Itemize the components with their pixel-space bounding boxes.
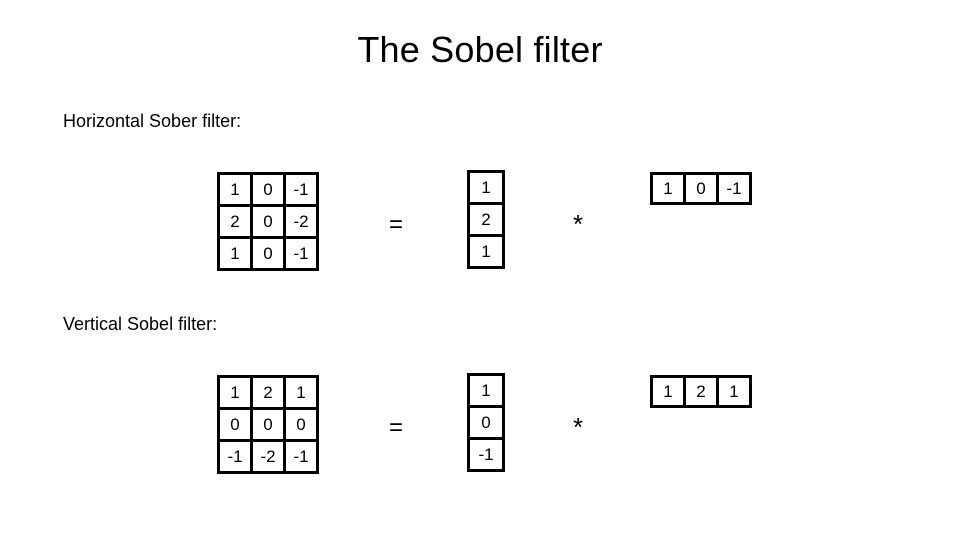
matrix-cell: 0: [217, 407, 253, 442]
matrix-cell: 1: [467, 373, 505, 408]
matrix-cell: -1: [217, 439, 253, 474]
matrix-cell: -1: [283, 236, 319, 271]
matrix-cell: -1: [716, 172, 752, 205]
matrix-row: 0 0 0: [217, 407, 319, 442]
matrix-row: 1 0 -1: [217, 236, 319, 271]
matrix-cell: 1: [467, 234, 505, 269]
matrix-row: 1 0 -1: [650, 172, 752, 205]
matrix-cell: 0: [250, 407, 286, 442]
equation-row-horizontal: 1 0 -1 2 0 -2 1 0 -1 = 1 2 1 * 1 0 -: [0, 165, 960, 285]
asterisk-sign-vertical: *: [572, 412, 584, 442]
matrix-cell: 2: [250, 375, 286, 410]
section-label-horizontal: Horizontal Sober filter:: [63, 111, 242, 131]
matrix-cell: 2: [217, 204, 253, 239]
matrix-row: -1 -2 -1: [217, 439, 319, 474]
matrix-row: 1 2 1: [650, 375, 752, 408]
matrix-cell: -1: [283, 439, 319, 474]
matrix-cell: 1: [650, 172, 686, 205]
matrix-row: 1: [467, 373, 505, 408]
matrix-row: -1: [467, 437, 505, 472]
matrix-cell: 0: [683, 172, 719, 205]
kernel-matrix-horizontal: 1 0 -1 2 0 -2 1 0 -1: [217, 172, 319, 271]
matrix-cell: 0: [283, 407, 319, 442]
matrix-cell: -1: [283, 172, 319, 207]
matrix-row: 2: [467, 202, 505, 237]
matrix-row: 1 2 1: [217, 375, 319, 410]
matrix-cell: -1: [467, 437, 505, 472]
matrix-cell: 0: [250, 236, 286, 271]
equals-sign-horizontal: =: [388, 211, 403, 238]
equation-row-vertical: 1 2 1 0 0 0 -1 -2 -1 = 1 0 -1 * 1 2: [0, 368, 960, 488]
kernel-matrix-vertical: 1 2 1 0 0 0 -1 -2 -1: [217, 375, 319, 474]
matrix-cell: 0: [467, 405, 505, 440]
column-vector-horizontal: 1 2 1: [467, 170, 505, 269]
matrix-cell: 1: [716, 375, 752, 408]
equals-sign-vertical: =: [388, 414, 403, 441]
matrix-cell: -2: [283, 204, 319, 239]
row-vector-horizontal: 1 0 -1: [650, 172, 752, 205]
matrix-row: 0: [467, 405, 505, 440]
row-vector-vertical: 1 2 1: [650, 375, 752, 408]
matrix-row: 1 0 -1: [217, 172, 319, 207]
matrix-cell: 1: [217, 236, 253, 271]
matrix-cell: 1: [650, 375, 686, 408]
matrix-cell: 1: [467, 170, 505, 205]
matrix-cell: 0: [250, 204, 286, 239]
matrix-cell: -2: [250, 439, 286, 474]
matrix-row: 1: [467, 234, 505, 269]
asterisk-sign-horizontal: *: [572, 209, 584, 239]
matrix-cell: 1: [217, 172, 253, 207]
matrix-cell: 1: [217, 375, 253, 410]
matrix-row: 1: [467, 170, 505, 205]
matrix-cell: 2: [683, 375, 719, 408]
matrix-row: 2 0 -2: [217, 204, 319, 239]
column-vector-vertical: 1 0 -1: [467, 373, 505, 472]
section-label-vertical: Vertical Sobel filter:: [63, 314, 218, 334]
matrix-cell: 1: [283, 375, 319, 410]
page-title: The Sobel filter: [357, 29, 603, 70]
matrix-cell: 2: [467, 202, 505, 237]
matrix-cell: 0: [250, 172, 286, 207]
